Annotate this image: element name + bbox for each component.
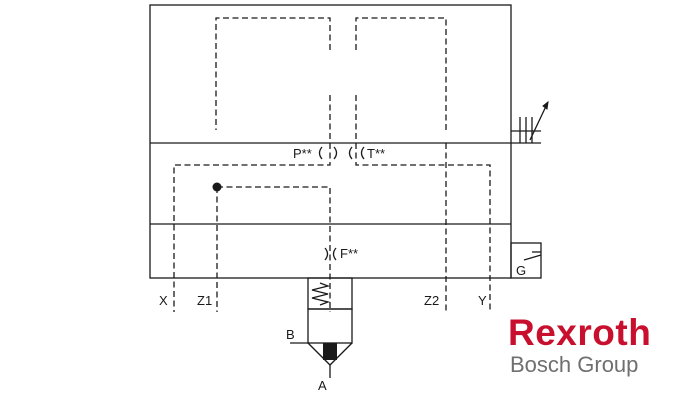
cartridge-valve-body [290, 308, 353, 378]
orifice-symbol-f [324, 247, 337, 261]
port-label-f: F** [340, 246, 358, 261]
g-label: G [516, 263, 526, 278]
port-label-a: A [318, 378, 327, 393]
rexroth-logo-wordmark: Rexroth [508, 312, 651, 353]
port-label-p: P** [293, 146, 312, 161]
port-label-t: T** [367, 146, 385, 161]
port-label-y: Y [478, 293, 487, 308]
port-label-z2: Z2 [424, 293, 439, 308]
g-switch-box: G [510, 242, 542, 279]
port-label-x: X [159, 293, 168, 308]
bosch-group-tagline: Bosch Group [510, 352, 638, 377]
upper-pilot-lines [215, 17, 447, 143]
middle-pilot-lines [173, 143, 491, 312]
junction-dot [212, 182, 222, 192]
orifice-symbols-pt [318, 146, 365, 160]
adjustable-restrictor-symbol [511, 100, 549, 143]
port-label-b: B [286, 327, 295, 342]
port-label-z1: Z1 [197, 293, 212, 308]
